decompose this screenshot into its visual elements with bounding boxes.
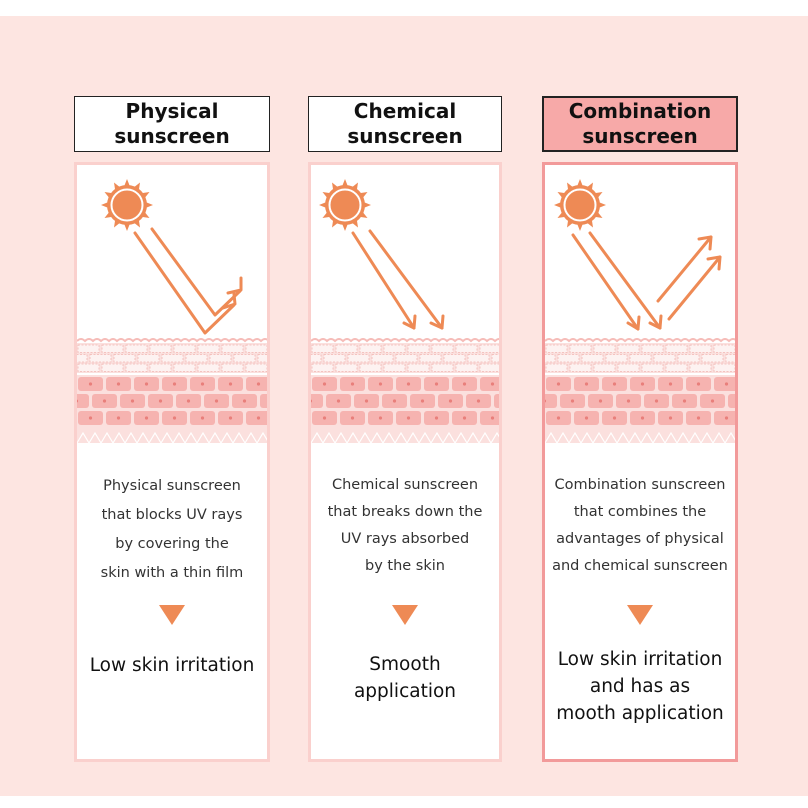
description-physical: Physical sunscreen that blocks UV rays b…	[100, 478, 244, 581]
down-arrow-icon	[159, 605, 185, 625]
panel-physical: Physical sunscreen that blocks UV rays b…	[74, 162, 270, 762]
panel-chemical: Chemical sunscreen that breaks down the …	[308, 162, 502, 762]
header-combination-sunscreen: Combination sunscreen	[542, 96, 738, 152]
sun-icon	[554, 179, 606, 231]
down-arrow-icon	[392, 605, 418, 625]
down-arrow-icon	[627, 605, 653, 625]
header-physical-sunscreen: Physical sunscreen	[74, 96, 270, 152]
uv-rays-reflected-icon	[133, 227, 243, 335]
result-physical: Low skin irritation	[89, 655, 255, 676]
skin-layer-icon	[77, 338, 267, 445]
illustration-combination	[545, 179, 735, 445]
uv-rays-combined-icon	[571, 231, 722, 331]
illustration-physical	[77, 179, 267, 445]
result-combination: Low skin irritation and has as mooth app…	[556, 649, 724, 724]
panel-combination: Combination sunscreen that combines the …	[542, 162, 738, 762]
header-chemical-sunscreen: Chemical sunscreen	[308, 96, 502, 152]
skin-layer-icon	[311, 338, 499, 445]
sun-icon	[319, 179, 371, 231]
description-combination: Combination sunscreen that combines the …	[552, 477, 728, 574]
skin-layer-icon	[545, 338, 735, 445]
illustration-chemical	[311, 179, 499, 445]
result-chemical: Smooth application	[353, 654, 457, 702]
sun-icon	[101, 179, 153, 231]
description-chemical: Chemical sunscreen that breaks down the …	[327, 477, 483, 574]
uv-rays-absorbed-icon	[351, 229, 445, 330]
